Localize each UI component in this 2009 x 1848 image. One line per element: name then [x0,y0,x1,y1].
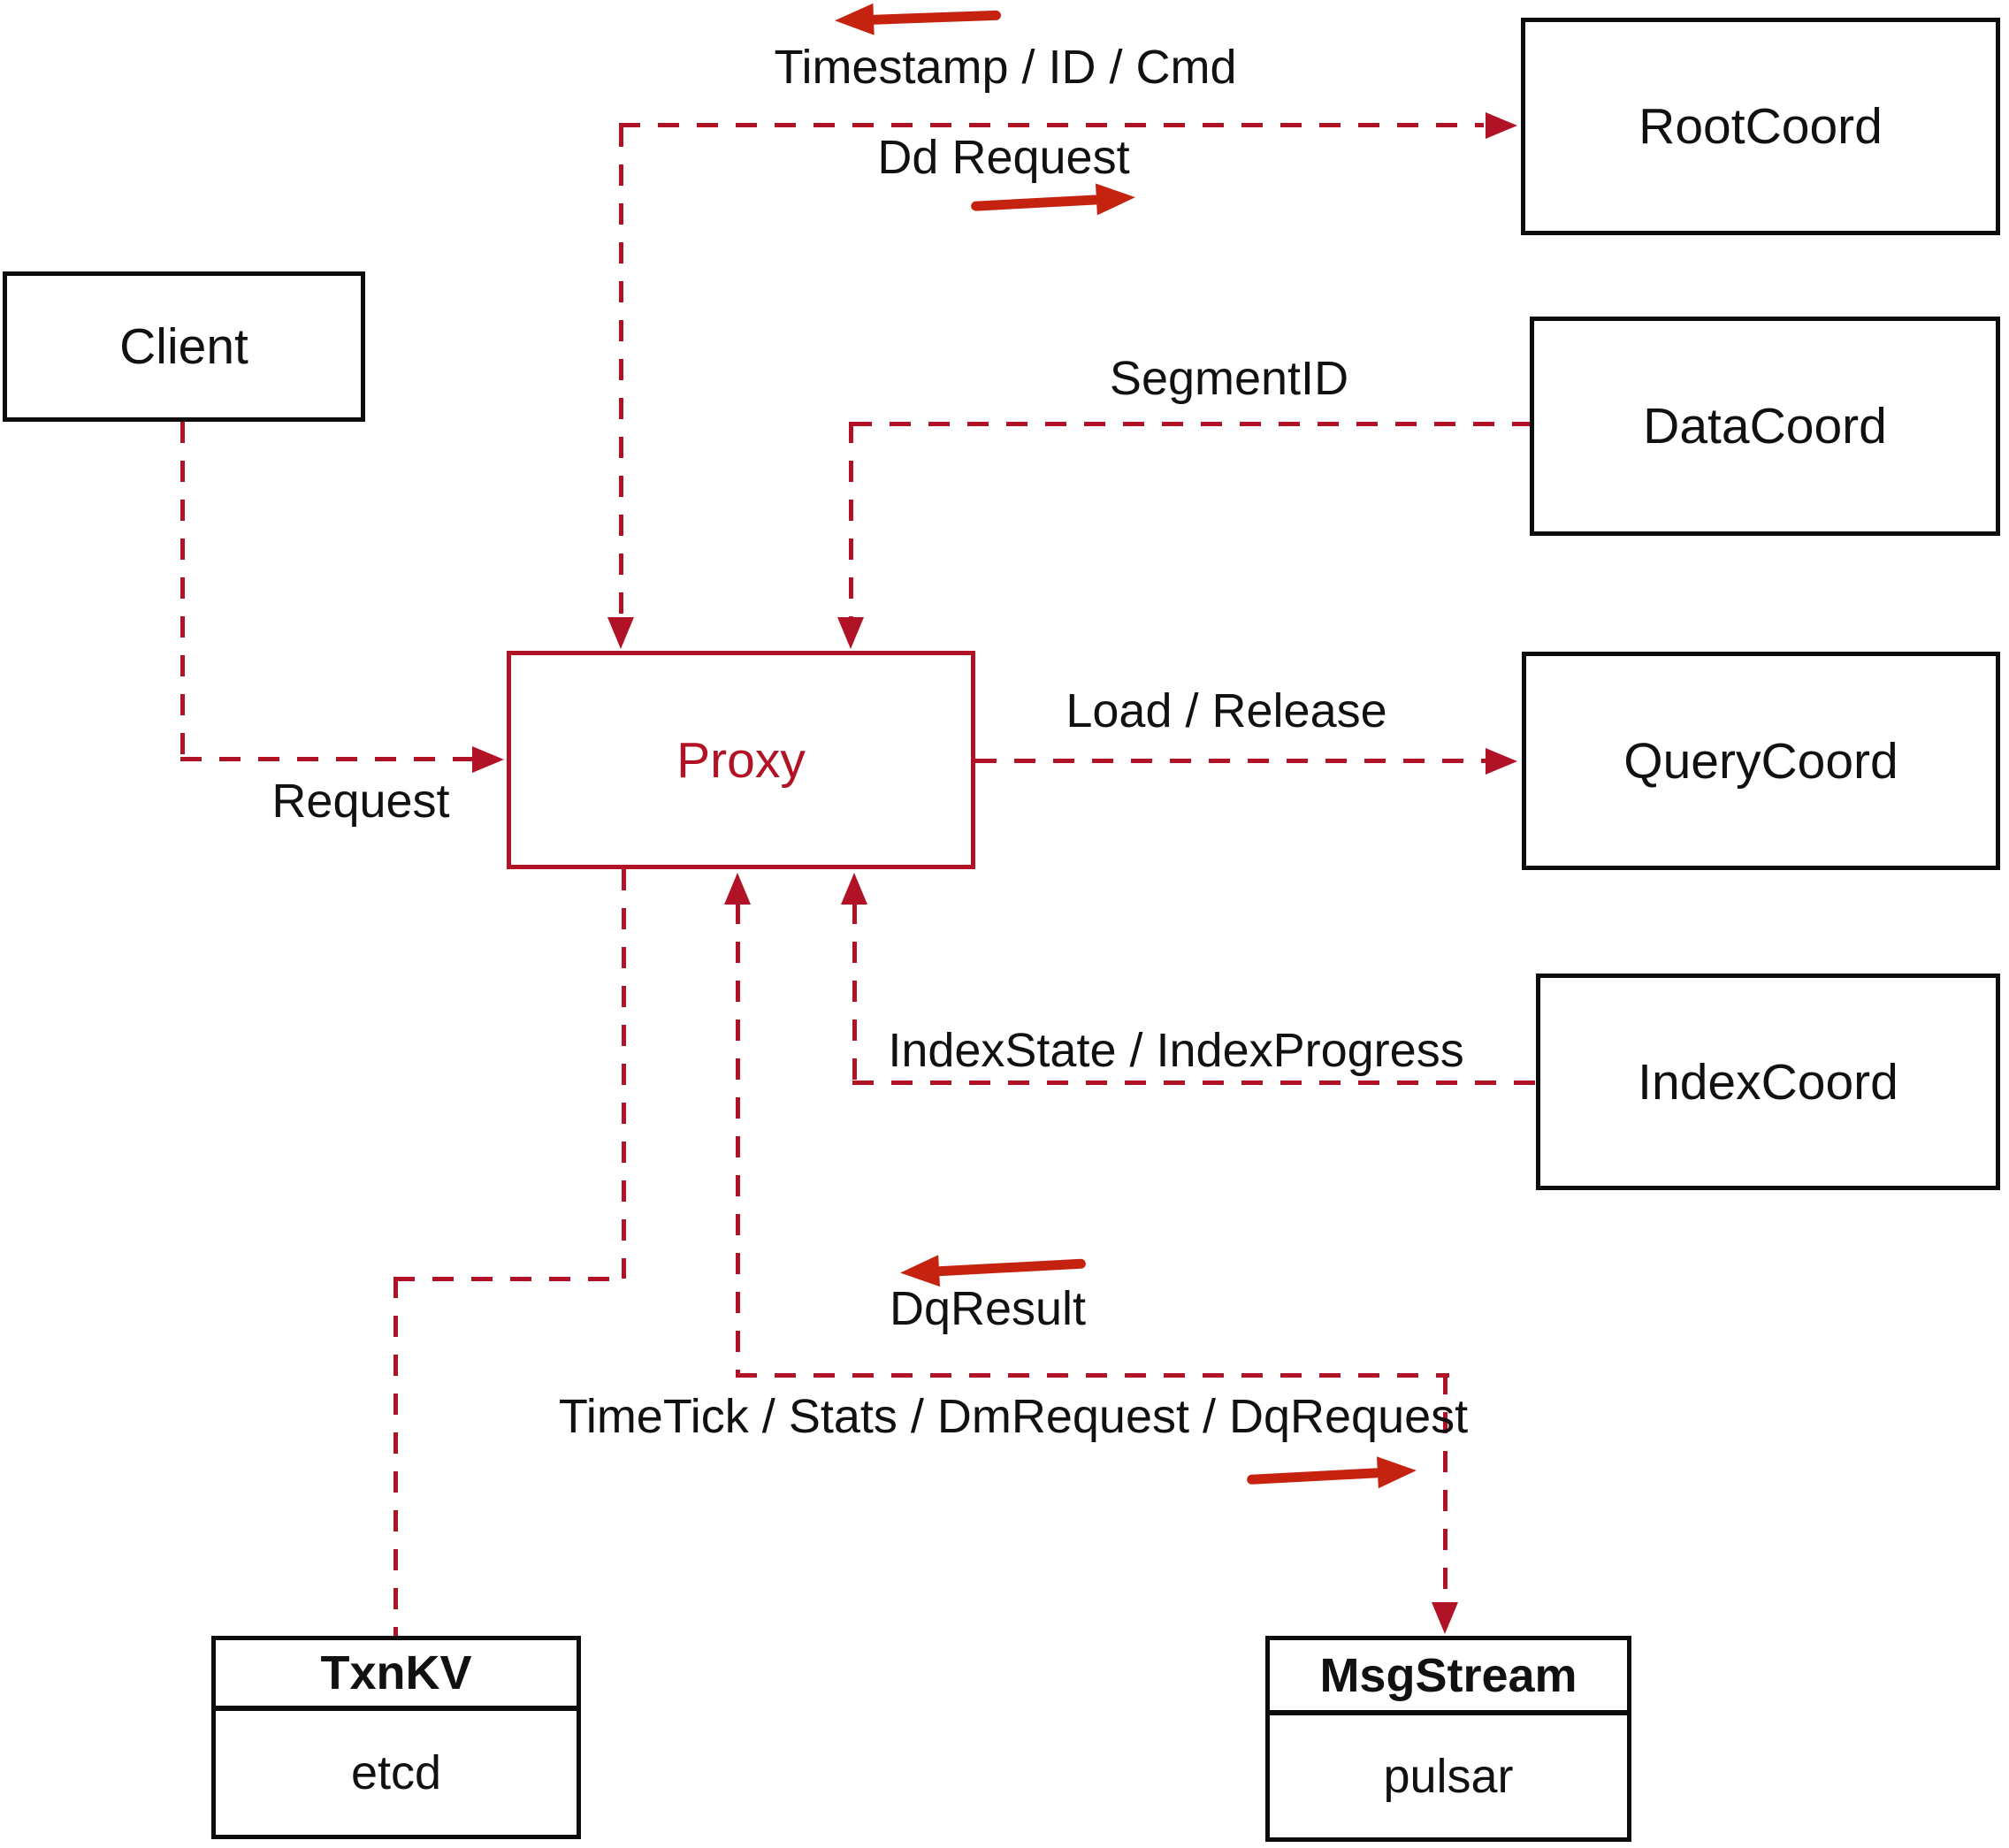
edge-datacoord-proxy-horizontal [851,422,1530,426]
edge-indexcoord-proxy-horizontal [852,1081,1536,1085]
edge-label-dqresult: DqResult [889,1282,1087,1335]
node-indexcoord-label: IndexCoord [1638,1053,1898,1111]
edge-proxy-txnkv-horizontal [393,1277,626,1281]
edge-proxy-msgstream-vertical-1 [736,903,740,1376]
arrowhead-into-proxy-left [472,746,504,773]
node-client-label: Client [119,318,248,375]
edge-label-load-release: Load / Release [1066,684,1387,737]
node-datacoord-label: DataCoord [1643,398,1887,454]
node-proxy: Proxy [507,651,975,869]
edge-proxy-msgstream-horizontal [736,1373,1449,1378]
arrowhead-into-proxy-bottom-right [841,873,867,905]
dd-request-direction-arrow-icon [970,181,1136,222]
node-txnkv-title: TxnKV [216,1640,577,1711]
node-msgstream-impl: pulsar [1383,1750,1514,1803]
timestamp-direction-arrow-icon [834,0,1002,37]
edge-proxy-txnkv-vertical-1 [622,869,626,1279]
edge-label-segmentid: SegmentID [1109,352,1349,405]
node-txnkv-impl: etcd [350,1746,442,1799]
node-txnkv: TxnKV etcd [211,1636,581,1839]
arrowhead-into-msgstream [1432,1602,1458,1634]
edge-proxy-msgstream-vertical-2 [1443,1373,1448,1604]
arrowhead-into-proxy-bottom-left [724,873,751,905]
arrowhead-into-proxy-top-right [837,617,864,649]
edge-label-timestamp-id-cmd: Timestamp / ID / Cmd [774,41,1237,94]
node-proxy-label: Proxy [676,731,806,789]
edge-datacoord-proxy-vertical [849,422,853,617]
node-msgstream: MsgStream pulsar [1265,1636,1631,1842]
node-rootcoord-label: RootCoord [1639,98,1883,155]
node-rootcoord: RootCoord [1521,18,2000,235]
edge-proxy-txnkv-vertical-2 [393,1277,398,1636]
timetick-direction-arrow-icon [1246,1455,1417,1495]
edge-client-proxy-vertical [180,422,185,760]
edge-label-timetick-stats: TimeTick / Stats / DmRequest / DqRequest [558,1390,1469,1443]
node-client: Client [3,271,365,422]
edge-proxy-rootcoord-horizontal [619,123,1484,127]
edge-label-request: Request [271,775,450,828]
arrowhead-into-querycoord [1486,748,1517,775]
edge-label-indexstate: IndexState / IndexProgress [888,1024,1464,1077]
arrowhead-into-proxy-top-left [607,617,634,649]
node-indexcoord: IndexCoord [1536,974,2000,1190]
node-querycoord: QueryCoord [1522,652,2000,870]
edge-label-dd-request: Dd Request [877,131,1130,184]
edge-proxy-rootcoord-vertical [619,126,623,617]
node-querycoord-label: QueryCoord [1623,732,1898,790]
edge-client-proxy-horizontal [180,757,472,761]
node-datacoord: DataCoord [1530,317,2000,536]
edge-proxy-querycoord-horizontal [975,759,1486,763]
arrowhead-into-rootcoord [1486,112,1517,139]
node-msgstream-title: MsgStream [1270,1640,1627,1715]
edge-indexcoord-proxy-vertical [852,903,857,1081]
